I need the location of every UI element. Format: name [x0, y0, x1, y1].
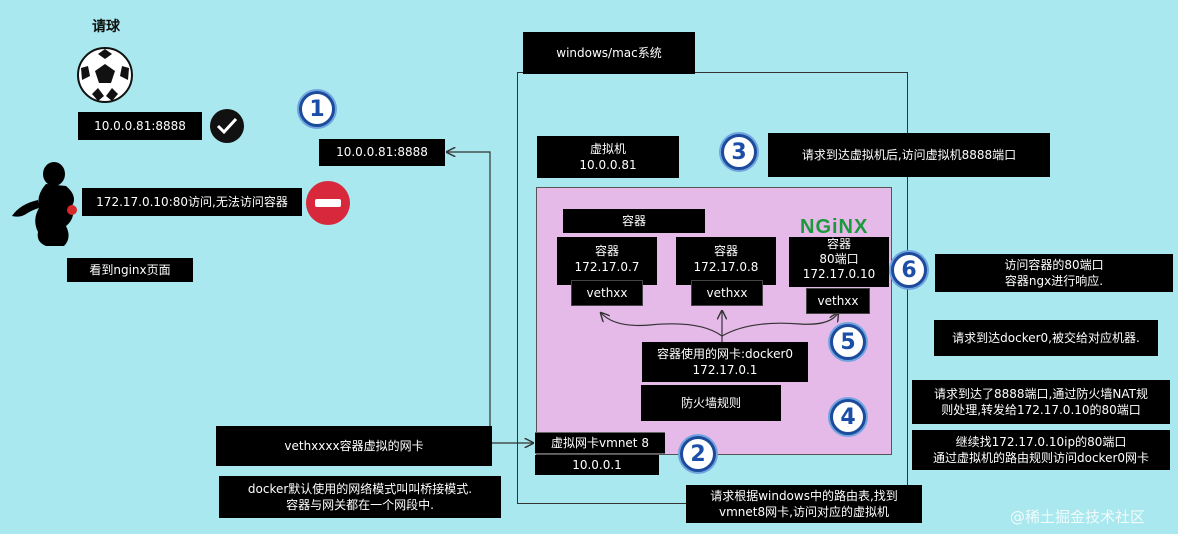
vm-label: 虚拟机 10.0.0.81 — [537, 136, 679, 178]
link-veth-to-ip — [447, 152, 491, 428]
veth-1: vethxx — [571, 280, 643, 306]
step-5-circle: 5 — [830, 324, 866, 360]
link-docker0-veth1 — [601, 313, 723, 337]
firewall-label: 防火墙规则 — [641, 385, 781, 421]
step6-desc: 访问容器的80端口 容器ngx进行响应. — [935, 254, 1173, 292]
step-2-circle: 2 — [680, 436, 716, 472]
see-nginx-label: 看到nginx页面 — [67, 258, 193, 282]
step-6-circle: 6 — [891, 252, 927, 288]
veth-2: vethxx — [691, 280, 763, 306]
veth-3: vethxx — [806, 288, 870, 314]
check-icon — [210, 109, 244, 143]
step-3-circle: 3 — [721, 134, 757, 170]
link-docker0-veth3 — [721, 313, 838, 337]
watermark: @稀土掘金技术社区 — [1010, 508, 1146, 526]
step5-desc: 请求到达docker0,被交给对应机器. — [934, 320, 1158, 356]
ball-title: 请球 — [92, 19, 120, 35]
bridge-desc: docker默认使用的网络模式叫叫桥接模式. 容器与网关都在一个网段中. — [219, 476, 501, 518]
step2-desc: 请求根据windows中的路由表,找到 vmnet8网卡,访问对应的虚拟机 — [686, 485, 922, 523]
container-title: 容器 — [563, 209, 705, 233]
step-4-circle: 4 — [830, 399, 866, 435]
ip-ok-label: 10.0.0.81:8888 — [78, 112, 202, 140]
container-3: 容器 80端口 172.17.0.10 — [789, 237, 889, 287]
vmnet8-label: 虚拟网卡vmnet 8 — [535, 432, 665, 454]
no-entry-icon — [306, 181, 350, 225]
step-1-circle: 1 — [299, 91, 335, 127]
vmnet8-ip: 10.0.0.1 — [535, 455, 659, 475]
ip-fail-label: 172.17.0.10:80访问,无法访问容器 — [82, 188, 302, 216]
veth-desc: vethxxxx容器虚拟的网卡 — [216, 426, 492, 466]
docker0-label: 容器使用的网卡:docker0 172.17.0.1 — [642, 342, 808, 382]
container-2: 容器 172.17.0.8 — [676, 237, 776, 285]
step3-desc: 请求到达虚拟机后,访问虚拟机8888端口 — [768, 133, 1050, 177]
step4b-desc: 继续找172.17.0.10ip的80端口 通过虚拟机的路由规则访问docker… — [912, 430, 1170, 470]
person-silhouette-icon — [12, 162, 77, 246]
container-1: 容器 172.17.0.7 — [557, 237, 657, 285]
ip-step1-label: 10.0.0.81:8888 — [319, 139, 445, 166]
soccer-ball-icon — [77, 47, 133, 103]
windows-mac-label: windows/mac系统 — [523, 32, 695, 74]
step4a-desc: 请求到达了8888端口,通过防火墙NAT规 则处理,转发给172.17.0.10… — [912, 380, 1170, 424]
nginx-logo: NGiNX — [800, 216, 869, 238]
